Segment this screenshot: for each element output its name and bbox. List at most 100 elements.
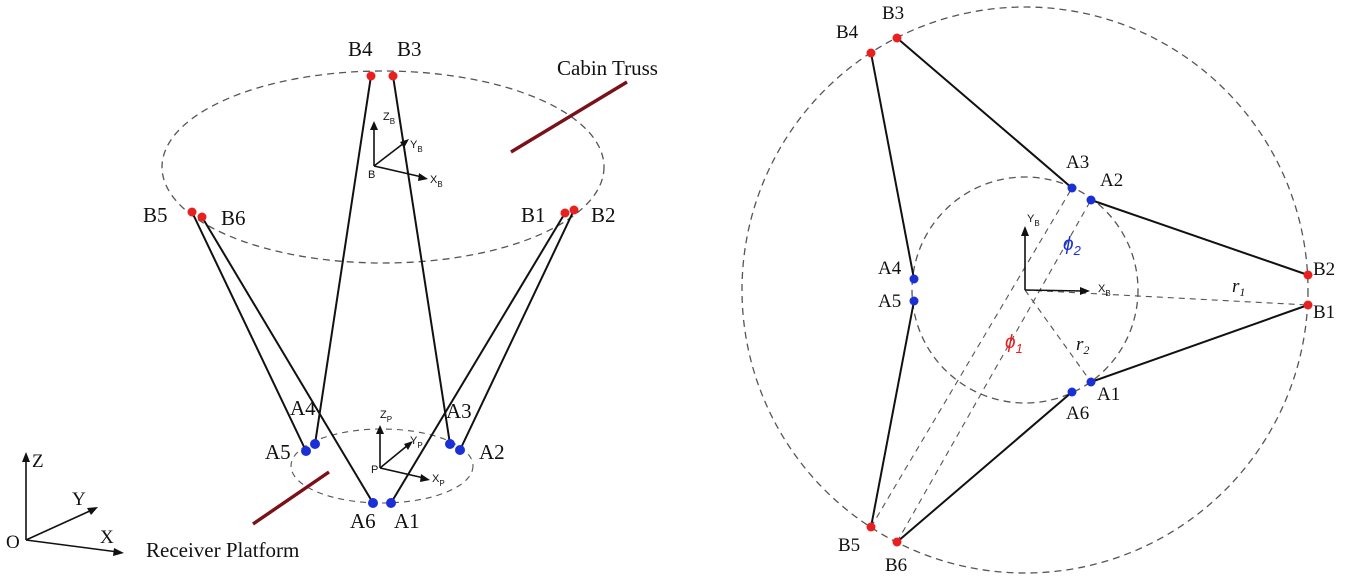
left-3d-view: ZB YB XB B ZP YP XP P Z Y [6, 37, 658, 562]
frame-b-z-label: ZB [383, 111, 395, 126]
anchor-b5 [187, 207, 197, 217]
label-b3: B3 [882, 3, 904, 24]
label-a2: A2 [1100, 170, 1123, 191]
anchor-a1 [386, 498, 396, 508]
cable-b3-a3 [392, 75, 451, 445]
label-a5: A5 [878, 291, 901, 312]
anchor-a2 [455, 445, 465, 455]
label-b5: B5 [143, 203, 168, 227]
cabin-truss-bar [510, 80, 628, 154]
link-a2-b2 [1090, 199, 1309, 276]
label-phi1: ϕ1 [1005, 332, 1023, 356]
right-anchor-points [866, 33, 1313, 547]
phi1-line-a [870, 187, 1073, 528]
cabin-circle [161, 70, 605, 264]
anchor-a3 [1067, 183, 1077, 193]
r1-line [1024, 289, 1309, 306]
left-anchor-points [187, 71, 579, 508]
label-b4: B4 [348, 37, 373, 61]
label-a4: A4 [878, 258, 902, 279]
anchor-b2 [1303, 270, 1313, 280]
frame-o-x-label: X [100, 527, 114, 548]
anchor-a2 [1086, 195, 1096, 205]
frame-o-z-label: Z [32, 451, 44, 472]
link-a5-b5 [870, 300, 915, 528]
frame-p-z-label: ZP [380, 409, 392, 424]
frame-b-y-label: YB [410, 139, 423, 154]
label-a6: A6 [350, 509, 376, 533]
label-b2: B2 [1313, 259, 1335, 280]
label-a3: A3 [446, 399, 472, 423]
receiver-platform-bar [252, 470, 330, 526]
frame-o-y-label: Y [72, 489, 86, 510]
label-a5: A5 [265, 440, 291, 464]
anchor-b3 [388, 71, 398, 81]
label-a3: A3 [1066, 152, 1089, 173]
label-a6: A6 [1066, 403, 1089, 424]
anchor-a4 [310, 439, 320, 449]
link-a6-b6 [896, 391, 1073, 543]
anchor-a1 [1086, 377, 1096, 387]
r2-line [1024, 289, 1092, 383]
frame-o-origin-label: O [6, 532, 20, 553]
anchor-b6 [892, 537, 902, 547]
anchor-b5 [866, 522, 876, 532]
label-b5: B5 [838, 535, 860, 556]
cable-b1-a1 [390, 212, 566, 504]
top-x-label: XB [1098, 283, 1111, 298]
outer-circle [741, 6, 1309, 574]
label-a4: A4 [290, 396, 316, 420]
label-a1: A1 [394, 509, 420, 533]
label-b6: B6 [221, 206, 246, 230]
top-y-label: YB [1027, 213, 1040, 228]
label-r2: r2 [1076, 334, 1089, 357]
anchor-a5 [909, 296, 919, 306]
anchor-b2 [569, 205, 579, 215]
right-top-view: YB XB B1 B2 B3 B4 B5 B6 A1 A2 [741, 3, 1335, 576]
anchor-a6 [1067, 387, 1077, 397]
anchor-a5 [301, 446, 311, 456]
anchor-b1 [1303, 300, 1313, 310]
receiver-platform-label: Receiver Platform [146, 538, 299, 562]
cable-b4-a4 [314, 75, 372, 445]
platform-circle [290, 428, 474, 504]
inner-circle [911, 176, 1139, 404]
anchor-b3 [892, 33, 902, 43]
label-b2: B2 [591, 203, 616, 227]
frame-b-x-label: XB [430, 174, 443, 189]
frame-b-origin-label: B [368, 169, 375, 181]
anchor-b6 [197, 212, 207, 222]
frame-p-y-label: YP [410, 435, 423, 450]
anchor-a3 [445, 439, 455, 449]
left-labels: Cabin Truss Receiver Platform B1 B2 B3 B… [143, 37, 658, 562]
label-b1: B1 [1313, 302, 1335, 323]
right-labels: B1 B2 B3 B4 B5 B6 A1 A2 A3 A4 A5 A6 r1 r… [836, 3, 1335, 576]
top-frame-axes: YB XB [1021, 213, 1111, 298]
frame-o-axes: Z Y X O [6, 451, 124, 556]
cabin-truss-label: Cabin Truss [557, 56, 658, 80]
anchor-b1 [560, 208, 570, 218]
frame-p-x-label: XP [432, 473, 445, 488]
link-b4-a4 [870, 52, 915, 280]
anchor-a4 [909, 274, 919, 284]
label-b1: B1 [521, 203, 546, 227]
label-b6: B6 [885, 555, 907, 576]
phi1-line-b [896, 199, 1092, 543]
anchor-b4 [366, 71, 376, 81]
label-phi2: ϕ2 [1063, 234, 1082, 258]
anchor-a6 [368, 498, 378, 508]
label-r1: r1 [1232, 276, 1245, 299]
anchor-b4 [866, 48, 876, 58]
cable-b2-a2 [459, 209, 575, 451]
link-a1-b1 [1090, 304, 1309, 383]
label-b3: B3 [397, 37, 422, 61]
frame-p-origin-label: P [371, 464, 378, 476]
label-a1: A1 [1097, 384, 1120, 405]
label-a2: A2 [479, 440, 505, 464]
frame-b-axes: ZB YB XB B [368, 111, 443, 189]
frame-p-axes: ZP YP XP P [371, 409, 445, 488]
label-b4: B4 [836, 22, 859, 43]
cable-b6-a6 [201, 216, 374, 504]
link-b3-a3 [896, 37, 1073, 189]
